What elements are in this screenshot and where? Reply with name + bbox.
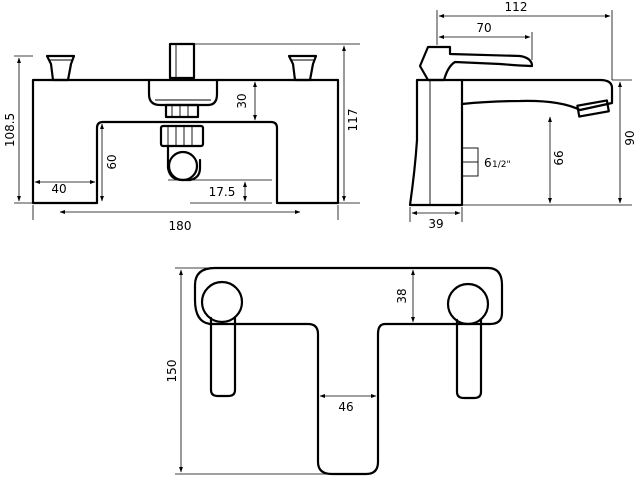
side-spout	[460, 78, 614, 112]
side-view	[408, 45, 614, 207]
dim-180: 180	[169, 219, 192, 233]
thread-size: 6	[484, 156, 492, 170]
dim-46: 46	[338, 400, 353, 414]
dim-40: 40	[51, 182, 66, 196]
dim-39: 39	[428, 217, 443, 231]
side-body	[408, 78, 464, 207]
front-view	[31, 42, 340, 205]
dim-150: 150	[165, 360, 179, 383]
plan-view	[193, 266, 504, 476]
dim-70: 70	[476, 21, 491, 35]
dim-112: 112	[505, 0, 528, 14]
front-body	[31, 78, 340, 205]
dim-66: 66	[552, 150, 566, 165]
dim-30: 30	[235, 93, 249, 108]
side-lever-handle	[418, 45, 534, 82]
front-dimensions: 108.5 117 30 60 40 17.5 180	[3, 43, 360, 233]
side-dimensions: 112 70 90 66 39 6 1/2"	[409, 0, 637, 231]
plan-right-lever	[455, 318, 483, 400]
plan-outline	[193, 266, 504, 476]
front-diverter-knob	[168, 42, 196, 80]
dim-108-5: 108.5	[3, 113, 17, 147]
thread-size-fraction: 1/2"	[492, 160, 511, 170]
plan-dimensions: 150 38 46	[165, 267, 415, 475]
front-spout	[147, 78, 219, 107]
plan-left-lever	[209, 316, 237, 398]
dim-17-5: 17.5	[209, 185, 236, 199]
dim-90: 90	[623, 130, 637, 145]
dim-117: 117	[346, 109, 360, 132]
dim-60: 60	[105, 154, 119, 169]
plan-right-handle-base	[446, 282, 490, 326]
dim-38: 38	[395, 288, 409, 303]
plan-left-handle-base	[200, 280, 244, 324]
